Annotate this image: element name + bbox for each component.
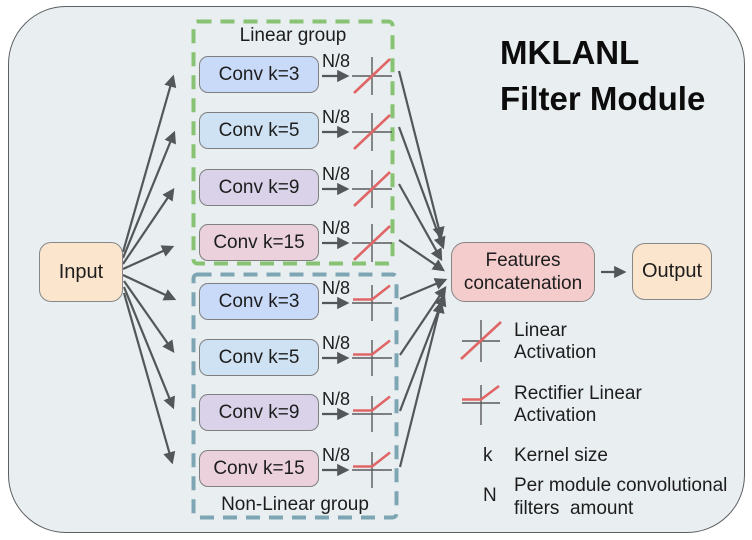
input-box: Input bbox=[39, 242, 123, 302]
n8-label: N/8 bbox=[322, 445, 351, 465]
legend-filters-line-1: Per module convolutional bbox=[514, 475, 728, 496]
output-label: Output bbox=[641, 260, 703, 282]
conv-box-linear-k3: Conv k=3 bbox=[199, 56, 319, 93]
conv-box-nonlinear-k9: Conv k=9 bbox=[199, 394, 319, 431]
nonlinear-group-label: Non-Linear group bbox=[221, 494, 369, 515]
legend-filters-symbol: N bbox=[483, 485, 497, 506]
legend-linear-line-1: Linear bbox=[514, 320, 567, 341]
linear-group-label: Linear group bbox=[239, 25, 347, 46]
conv-to-activation-arrows bbox=[322, 69, 350, 477]
legend-rectifier-activation-label: Rectifier Linear Activation bbox=[514, 383, 642, 426]
n8-label: N/8 bbox=[322, 333, 351, 353]
concat-label-line-1: Features bbox=[485, 250, 561, 271]
legend-rectifier-activation-icon bbox=[458, 380, 504, 426]
rectifier-activation-icon bbox=[350, 283, 394, 323]
legend-kernel-symbol: k bbox=[483, 445, 493, 466]
legend-kernel-label: Kernel size bbox=[514, 445, 608, 466]
concat-label-line-2: concatenation bbox=[463, 273, 583, 294]
legend-linear-activation-icon bbox=[458, 318, 504, 364]
linear-activation-icon bbox=[350, 56, 394, 96]
conv-box-nonlinear-k3: Conv k=3 bbox=[199, 283, 319, 320]
rectifier-activation-icon bbox=[350, 394, 394, 434]
linear-activation-icon bbox=[350, 169, 394, 209]
features-concatenation-box: Features concatenation bbox=[451, 242, 595, 302]
legend-filters-label: Per module convolutional filters amount bbox=[514, 475, 727, 520]
n8-label: N/8 bbox=[322, 278, 351, 298]
input-label: Input bbox=[58, 260, 104, 283]
conv-box-linear-k15: Conv k=15 bbox=[199, 224, 319, 261]
legend-filters-line-2: filters amount bbox=[514, 497, 634, 519]
n8-label: N/8 bbox=[322, 389, 351, 409]
input-fanout-arrows bbox=[121, 74, 177, 465]
output-box: Output bbox=[632, 243, 712, 300]
linear-activation-icon bbox=[350, 112, 394, 152]
conv-box-nonlinear-k5: Conv k=5 bbox=[199, 339, 319, 376]
legend-rectifier-line-1: Rectifier Linear bbox=[514, 383, 642, 404]
n8-label: N/8 bbox=[322, 51, 351, 71]
title-line-2: Filter Module bbox=[500, 80, 706, 117]
conv-box-linear-k5: Conv k=5 bbox=[199, 112, 319, 149]
n8-label: N/8 bbox=[322, 164, 351, 184]
title-line-1: MKLANL bbox=[500, 34, 640, 71]
legend-linear-line-2: Activation bbox=[514, 341, 597, 363]
rectifier-activation-icon bbox=[350, 450, 394, 490]
linear-activation-icon bbox=[350, 223, 394, 263]
conv-box-linear-k9: Conv k=9 bbox=[199, 169, 319, 206]
n8-label: N/8 bbox=[322, 107, 351, 127]
diagram-title: MKLANL Filter Module bbox=[500, 30, 705, 122]
rectifier-activation-icon bbox=[350, 338, 394, 378]
activation-to-concat-arrows bbox=[397, 70, 448, 468]
nonlinear-group-border bbox=[191, 272, 399, 520]
legend-linear-activation-label: Linear Activation bbox=[514, 320, 596, 363]
linear-group-border bbox=[191, 19, 395, 266]
conv-box-nonlinear-k15: Conv k=15 bbox=[199, 450, 319, 487]
legend-rectifier-line-2: Activation bbox=[514, 404, 597, 426]
n8-label: N/8 bbox=[322, 218, 351, 238]
